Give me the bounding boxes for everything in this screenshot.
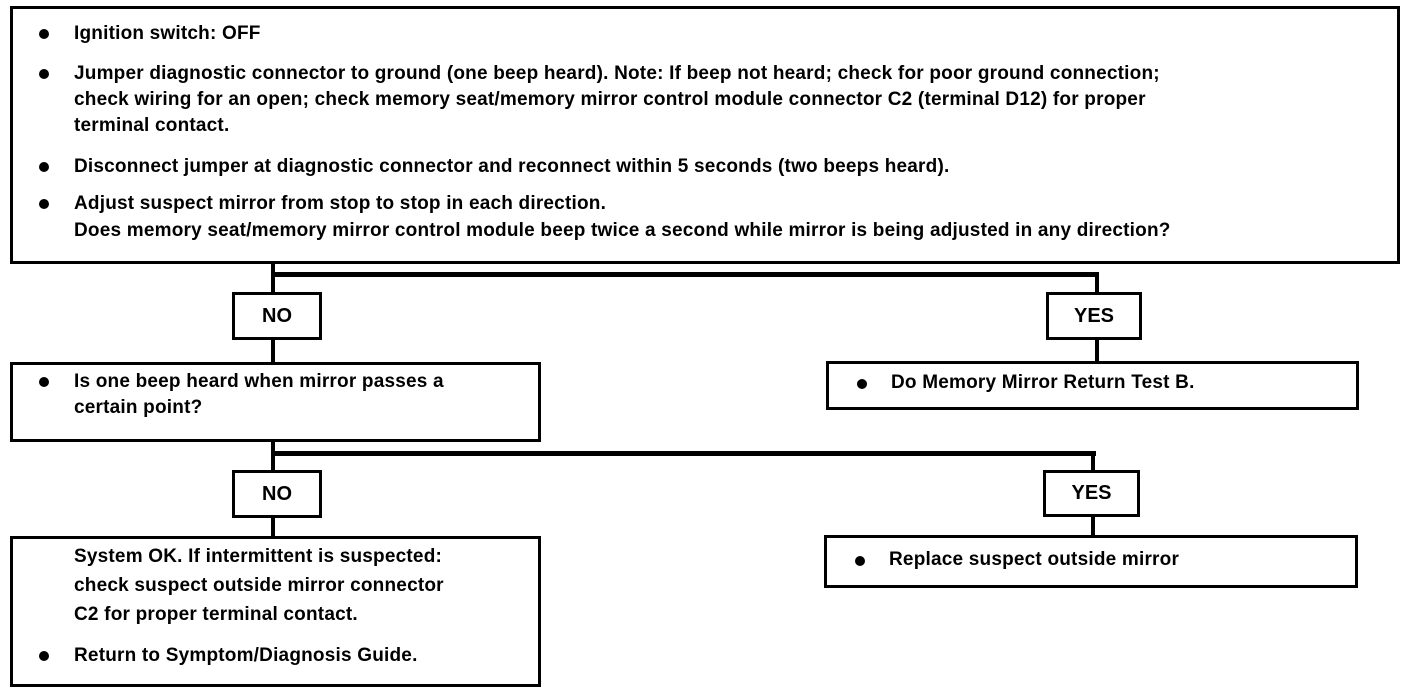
question-one-beep-line1: Is one beep heard when mirror passes a [74, 371, 444, 392]
branch-no-label: NO [232, 292, 322, 340]
step-box-system-ok [10, 536, 541, 687]
step-box-initial-checks [10, 6, 1400, 264]
step-adjust-mirror: Adjust suspect mirror from stop to stop … [74, 193, 607, 214]
bullet-icon [857, 379, 867, 389]
question-beep-twice: Does memory seat/memory mirror control m… [74, 220, 1171, 241]
result-system-ok-line3: C2 for proper terminal contact. [74, 604, 358, 625]
branch-yes-label: YES [1046, 292, 1142, 340]
action-replace-mirror: Replace suspect outside mirror [889, 549, 1180, 570]
step-box-one-beep-question [10, 362, 541, 442]
bullet-icon [855, 556, 865, 566]
connector-line [271, 516, 275, 538]
step-box-return-test-b [826, 361, 1359, 410]
step-box-replace-mirror [824, 535, 1358, 588]
connector-line [271, 451, 1096, 456]
bullet-icon [39, 377, 49, 387]
connector-line [1095, 338, 1099, 362]
action-return-symptom-guide: Return to Symptom/Diagnosis Guide. [74, 645, 418, 666]
branch-yes-label: YES [1043, 470, 1140, 517]
bullet-icon [39, 69, 49, 79]
step-ignition-off: Ignition switch: OFF [74, 23, 261, 44]
step-jumper-line2: check wiring for an open; check memory s… [74, 89, 1146, 110]
connector-line [1091, 515, 1095, 537]
connector-line [271, 262, 275, 292]
bullet-icon [39, 199, 49, 209]
connector-line [271, 272, 1099, 277]
connector-line [271, 440, 275, 472]
result-system-ok-line1: System OK. If intermittent is suspected: [74, 546, 443, 567]
step-jumper-line3: terminal contact. [74, 115, 230, 136]
result-system-ok-line2: check suspect outside mirror connector [74, 575, 444, 596]
step-jumper-line1: Jumper diagnostic connector to ground (o… [74, 63, 1160, 84]
bullet-icon [39, 29, 49, 39]
bullet-icon [39, 162, 49, 172]
question-one-beep-line2: certain point? [74, 397, 203, 418]
step-disconnect-jumper: Disconnect jumper at diagnostic connecto… [74, 156, 950, 177]
action-return-test-b: Do Memory Mirror Return Test B. [891, 372, 1195, 393]
branch-no-label: NO [232, 470, 322, 518]
bullet-icon [39, 651, 49, 661]
connector-line [271, 338, 275, 364]
connector-line [1091, 451, 1095, 472]
connector-line [1095, 272, 1099, 294]
